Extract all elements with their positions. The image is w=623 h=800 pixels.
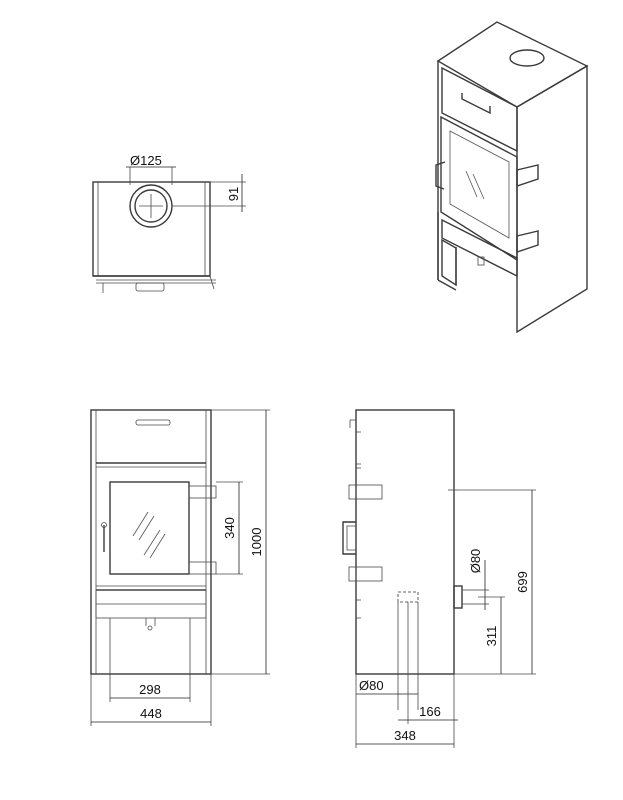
dim-top-flue-diameter: Ø125 — [130, 153, 162, 168]
dim-front-door-height: 340 — [222, 517, 237, 539]
dim-side-inlet-height: 311 — [484, 626, 499, 647]
dim-side-bottom-offset: 166 — [419, 704, 441, 719]
dim-top-flue-offset: 91 — [226, 187, 241, 201]
dim-side-total-depth: 348 — [394, 728, 416, 743]
dim-front-total-height: 1000 — [249, 528, 264, 557]
front-view — [90, 409, 270, 726]
side-view — [342, 409, 536, 748]
dim-side-bottom-diameter: Ø80 — [359, 678, 384, 693]
dim-side-flue-height: 699 — [515, 571, 530, 593]
dim-front-total-width: 448 — [140, 706, 162, 721]
dim-front-base-width: 298 — [139, 682, 161, 697]
dim-side-flue-diameter: Ø80 — [468, 549, 483, 574]
top-view — [92, 166, 246, 293]
isometric-view — [435, 21, 589, 334]
